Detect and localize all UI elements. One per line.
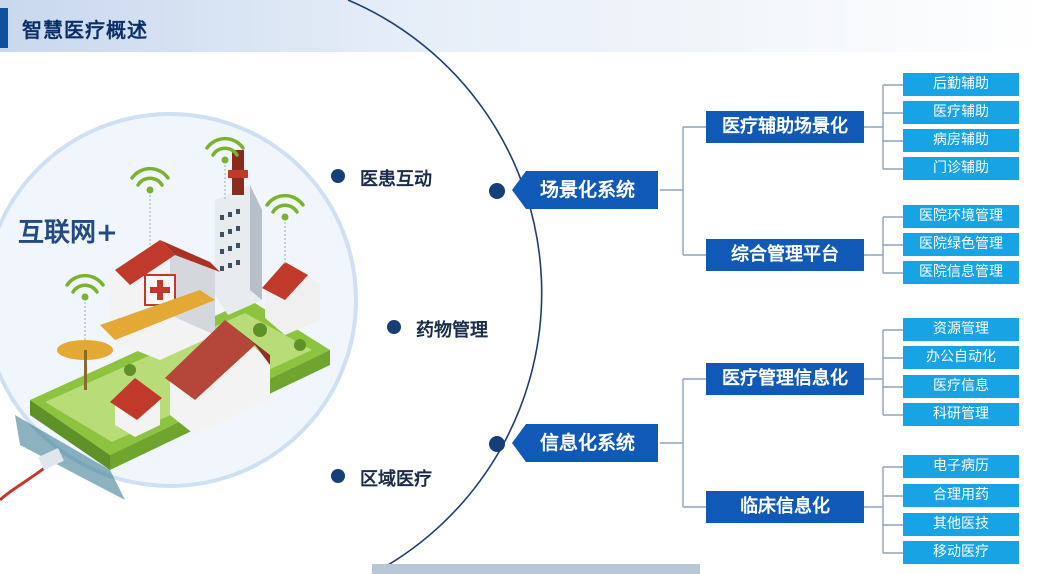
leaf-item: 合理用药 — [903, 484, 1019, 507]
ring-item-regional: 区域医疗 — [360, 469, 432, 490]
leaf-item: 其他医技 — [903, 513, 1019, 536]
connector-lines — [660, 84, 903, 554]
leaf-item: 办公自动化 — [903, 346, 1019, 369]
header-bar: 智慧医疗概述 — [0, 0, 1042, 52]
header-accent — [0, 8, 8, 48]
branch-medical-info: 医疗管理信息化 — [706, 363, 864, 395]
ring-dot-3 — [331, 469, 345, 483]
leaf-item: 后勤辅助 — [903, 73, 1019, 96]
leaf-item: 医院绿色管理 — [903, 233, 1019, 256]
system-dot-1 — [489, 183, 505, 199]
branch-management-platform: 综合管理平台 — [706, 239, 864, 271]
branch-clinical-info: 临床信息化 — [706, 491, 864, 523]
leaf-item: 病房辅助 — [903, 129, 1019, 152]
leaf-item: 医疗辅助 — [903, 101, 1019, 124]
outer-ring-arc — [347, 0, 543, 574]
leaf-item: 移动医疗 — [903, 541, 1019, 564]
center-label: 互联网+ — [18, 218, 118, 248]
bottom-tab-strip — [372, 564, 700, 574]
page-title: 智慧医疗概述 — [22, 18, 148, 42]
system-dot-2 — [489, 436, 505, 452]
ring-dot-2 — [387, 320, 401, 334]
leaf-item: 医院信息管理 — [903, 261, 1019, 284]
leaf-item: 医疗信息 — [903, 375, 1019, 398]
leaf-item: 医院环境管理 — [903, 205, 1019, 228]
ring-item-drug: 药物管理 — [416, 320, 488, 341]
branch-medical-assist: 医疗辅助场景化 — [706, 111, 864, 143]
ring-item-doctor-patient: 医患互动 — [360, 169, 432, 190]
leaf-item: 科研管理 — [903, 403, 1019, 426]
leaf-item: 电子病历 — [903, 455, 1019, 478]
leaf-item: 资源管理 — [903, 318, 1019, 341]
ring-dot-1 — [331, 169, 345, 183]
system-scene: 场景化系统 — [512, 171, 658, 209]
leaf-item: 门诊辅助 — [903, 157, 1019, 180]
city-illustration — [0, 136, 330, 502]
system-info: 信息化系统 — [512, 424, 658, 462]
